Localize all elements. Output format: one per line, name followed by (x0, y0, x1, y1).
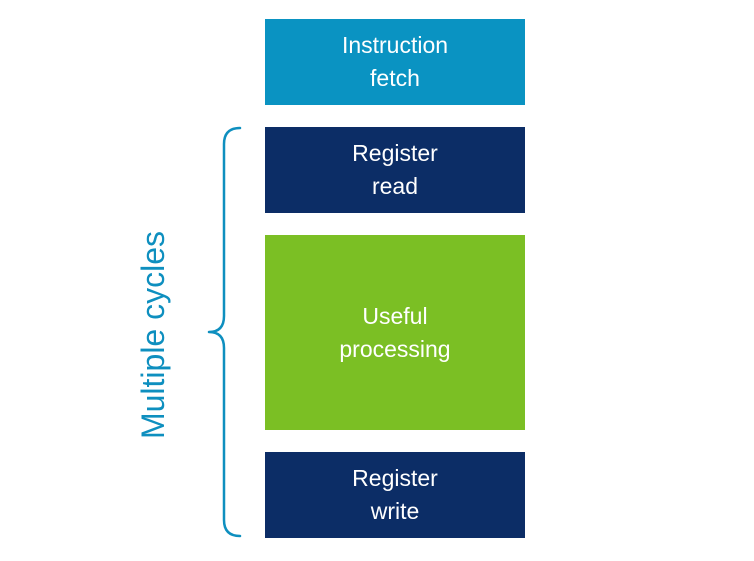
multiple-cycles-label: Multiple cycles (135, 230, 171, 440)
curly-brace-path (207, 126, 242, 538)
stage-label-line2: read (371, 173, 419, 199)
stage-label-line1: Register (352, 465, 438, 491)
stage-label-line1: Useful (362, 302, 428, 329)
stage-instruction-fetch: Instruction fetch (265, 19, 525, 105)
stage-label-line2: processing (339, 335, 451, 362)
stage-label: Register write (352, 462, 438, 528)
curly-brace (207, 126, 242, 538)
stage-label-line2: write (370, 498, 420, 524)
stage-label: Register read (352, 137, 438, 203)
stage-label-line1: Instruction (341, 32, 449, 58)
stage-register-read: Register read (265, 127, 525, 213)
stage-label-line2: fetch (370, 65, 420, 91)
stage-useful-processing: Useful processing (265, 235, 525, 430)
stage-label: Useful processing (339, 300, 450, 366)
stage-label-line1: Register (352, 140, 438, 166)
stage-register-write: Register write (265, 452, 525, 538)
stage-label: Instruction fetch (342, 29, 448, 95)
